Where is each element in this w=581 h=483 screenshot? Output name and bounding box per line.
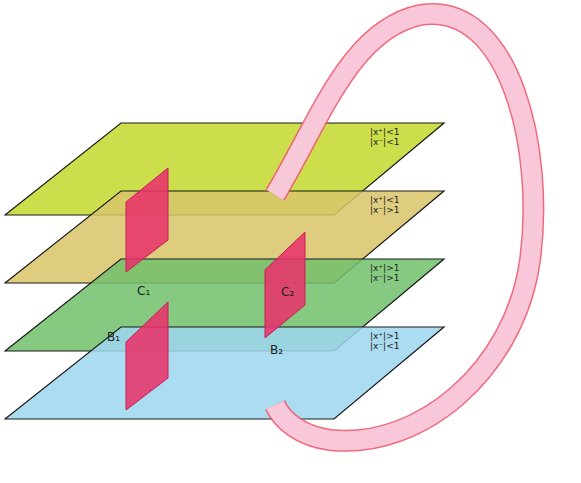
region-condition: |x⁺|<1 — [370, 127, 399, 137]
cut-label: B₂ — [270, 343, 283, 357]
region-condition: |x⁻|<1 — [370, 341, 399, 351]
plane-sheet: |x⁺|>1|x⁻|<1 — [4, 326, 446, 420]
region-condition: |x⁻|<1 — [370, 137, 399, 147]
region-condition: |x⁺|>1 — [370, 263, 399, 273]
region-condition: |x⁻|>1 — [370, 273, 399, 283]
cut-label: C₁ — [137, 284, 150, 298]
region-condition: |x⁻|>1 — [370, 205, 399, 215]
region-condition: |x⁺|<1 — [370, 195, 399, 205]
region-condition: |x⁺|>1 — [370, 331, 399, 341]
cut-label: B₁ — [107, 330, 120, 344]
cut-label: C₂ — [281, 285, 294, 299]
